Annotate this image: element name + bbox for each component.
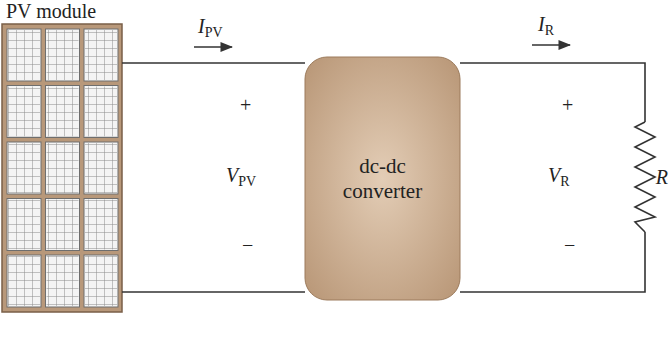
pv-cell-grid [85, 256, 117, 306]
pv-cell-grid [47, 200, 79, 250]
wire [122, 291, 305, 293]
pv-cell-grid [47, 87, 79, 137]
polarity-sign: + [240, 95, 251, 115]
converter-box [305, 57, 460, 300]
pv-cell [7, 255, 41, 307]
current-arrow [532, 44, 570, 46]
polarity-sign: − [564, 235, 575, 255]
pv-cell-grid [8, 200, 40, 250]
wire [460, 63, 645, 122]
polarity-sign: − [242, 235, 253, 255]
voltage-label: VR [548, 165, 570, 189]
pv-cell [84, 199, 118, 251]
pv-cell [84, 86, 118, 138]
pv-cell-grid [47, 30, 79, 80]
current-label: IR [538, 14, 554, 38]
current-arrow [194, 46, 232, 48]
pv-cell-grid [85, 30, 117, 80]
pv-panel-frame [2, 24, 122, 312]
converter-box: dc-dc converter [305, 57, 460, 300]
resistor-symbol [635, 122, 655, 232]
pv-cell-grid [8, 143, 40, 193]
pv-cell [84, 142, 118, 194]
pv-cell-grid [85, 200, 117, 250]
pv-cell [7, 199, 41, 251]
pv-cell-grid [8, 256, 40, 306]
wires [122, 45, 655, 292]
pv-cell [84, 255, 118, 307]
pv-cell-grid [8, 87, 40, 137]
wire [460, 232, 645, 292]
pv-cell-grid [85, 143, 117, 193]
pv-cells [7, 29, 118, 307]
pv-cell [84, 29, 118, 81]
voltage-label: VPV [226, 165, 256, 189]
pv-cell [46, 255, 80, 307]
pv-cell [7, 29, 41, 81]
pv-cell-grid [85, 87, 117, 137]
pv-cell [7, 142, 41, 194]
wire [122, 62, 305, 64]
polarity-sign: + [562, 95, 573, 115]
pv-cell [46, 86, 80, 138]
pv-cell [7, 86, 41, 138]
module-heading: PV module [2, 0, 122, 22]
pv-module: PV module [2, 0, 122, 312]
pv-cell [46, 142, 80, 194]
pv-cell-grid [8, 30, 40, 80]
pv-cell-grid [47, 143, 79, 193]
pv-cell-grid [47, 256, 79, 306]
pv-cell [46, 199, 80, 251]
current-label: IPV [198, 16, 223, 40]
pv-cell [46, 29, 80, 81]
resistor-label: R [656, 167, 668, 187]
converter-label: dc-dc converter [325, 154, 440, 204]
